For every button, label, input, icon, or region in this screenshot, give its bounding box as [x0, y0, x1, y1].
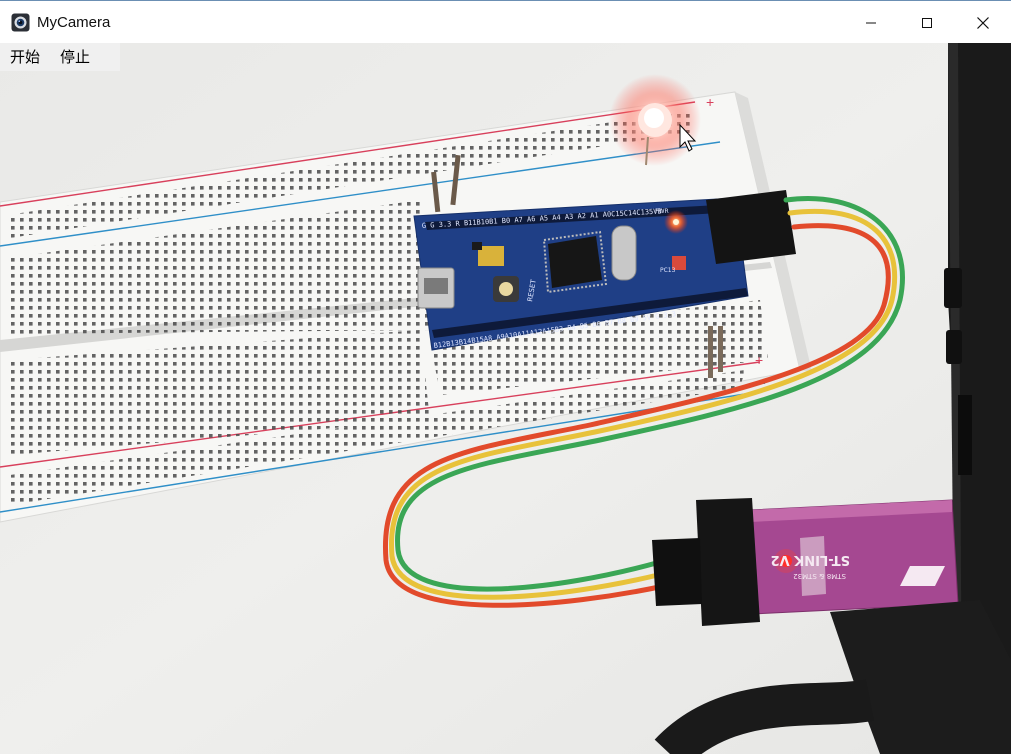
pc13-label: PC13	[660, 267, 676, 274]
close-button[interactable]	[960, 1, 1006, 44]
jumper-pins	[431, 154, 723, 378]
close-icon	[977, 16, 989, 29]
bottom-negative-rail	[0, 393, 746, 513]
maximize-button[interactable]	[904, 1, 950, 44]
minimize-icon	[866, 22, 876, 23]
monitor-edge	[944, 43, 1011, 754]
menu-bar: 开始 停止	[0, 43, 120, 71]
mouse-cursor	[679, 123, 697, 152]
red-led	[609, 74, 701, 166]
st-logo	[900, 566, 945, 586]
rail-plus-label-top: +	[706, 94, 714, 110]
menu-start[interactable]: 开始	[10, 48, 41, 66]
swd-header-connector	[706, 190, 796, 264]
rail-plus-label-bottom: +	[755, 352, 763, 368]
minimize-button[interactable]	[848, 1, 894, 44]
jumper-wires	[382, 196, 905, 608]
oscillator	[611, 225, 637, 281]
stlink-model-label: ST-LINK V2	[771, 552, 850, 567]
stlink-subtitle-label: STM8 & STM32	[793, 572, 846, 580]
crystal	[478, 246, 504, 266]
window-title: MyCamera	[37, 14, 111, 31]
top-negative-rail	[0, 141, 721, 247]
title-bar[interactable]: MyCamera	[0, 0, 1011, 43]
top-positive-rail	[0, 101, 696, 207]
stlink-cable-plug	[696, 498, 760, 626]
reset-label: RESET	[526, 278, 538, 302]
maximize-icon	[922, 17, 932, 28]
camera-app-icon	[11, 13, 30, 32]
power-label: PWR	[655, 208, 669, 215]
menu-stop[interactable]: 停止	[60, 48, 91, 66]
mcu-chip	[548, 236, 602, 288]
st-link-programmer: ST-LINK V2 STM8 & STM32	[652, 498, 1011, 754]
usb-cable	[830, 600, 1011, 754]
camera-video-feed: + + -	[0, 43, 1011, 754]
